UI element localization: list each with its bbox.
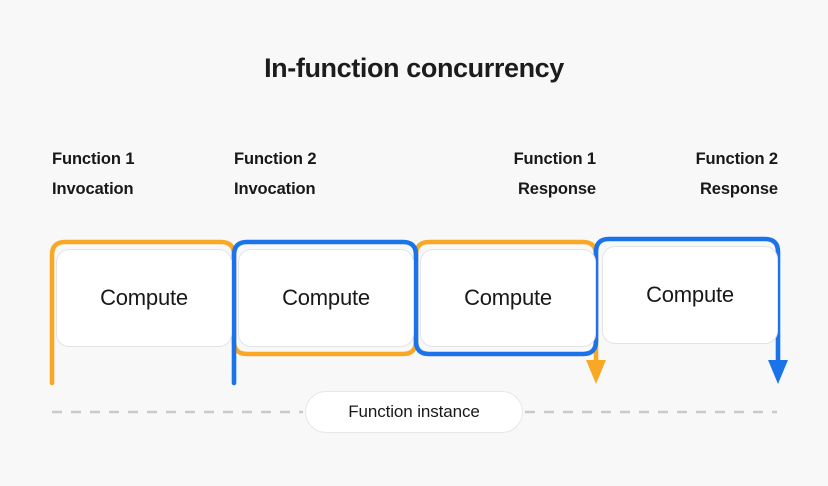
function-instance-badge: Function instance (305, 391, 523, 433)
column-label-line2: Invocation (52, 180, 134, 198)
compute-box-4: Compute (602, 246, 778, 344)
column-label-function-2-response: Function 2 Response (598, 144, 779, 204)
page-title: In-function concurrency (264, 53, 564, 83)
compute-box-label: Compute (464, 285, 552, 310)
column-label-line1: Function 2 (234, 150, 317, 168)
compute-box-1: Compute (56, 249, 232, 347)
column-label-line2: Invocation (234, 180, 316, 198)
compute-box-label: Compute (646, 282, 734, 307)
column-label-line2: Response (699, 180, 778, 198)
column-label-line1: Function 1 (513, 150, 597, 168)
function-2-flow-path (231, 236, 788, 386)
compute-box-3: Compute (420, 249, 596, 347)
column-label-line1: Function 1 (52, 150, 135, 168)
compute-box-2: Compute (238, 249, 414, 347)
column-label-function-1-response: Function 1 Response (416, 144, 597, 204)
compute-box-label: Compute (100, 285, 188, 310)
column-label-function-2-invocation: Function 2 Invocation (234, 144, 414, 204)
function-1-flow-path (49, 239, 606, 386)
function-instance-label: Function instance (348, 402, 480, 421)
column-label-line1: Function 2 (695, 150, 779, 168)
compute-box-label: Compute (282, 285, 370, 310)
column-label-function-1-invocation: Function 1 Invocation (52, 144, 232, 204)
column-label-line2: Response (517, 180, 596, 198)
